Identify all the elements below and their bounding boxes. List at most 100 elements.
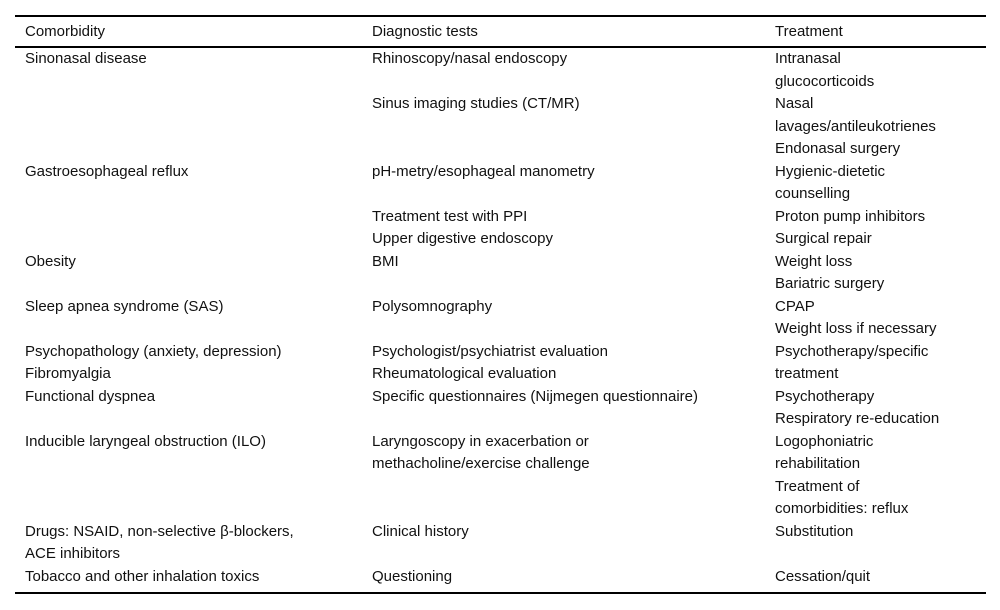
cell-diagnostic-tests: methacholine/exercise challenge (372, 455, 590, 472)
table-row: Sleep apnea syndrome (SAS) Polysomnograph… (15, 296, 986, 319)
cell-treatment: Logophoniatric (775, 432, 874, 450)
table-row: Respiratory re-education (15, 408, 986, 431)
table-row: Gastroesophageal reflux pH-metry/esophage… (15, 161, 986, 184)
cell-comorbidity (25, 318, 372, 341)
cell-comorbidity (25, 498, 372, 521)
table-row: Sinonasal disease Rhinoscopy/nasal endosc… (15, 48, 986, 71)
table-row: Drugs: NSAID, non-selective β-blockers, C… (15, 521, 986, 544)
cell-diagnostic-tests (372, 476, 775, 499)
cell-comorbidity (25, 228, 372, 251)
cell-comorbidity (25, 71, 372, 94)
cell-diagnostic-tests: Treatment test with PPI (372, 207, 528, 225)
cell-diagnostic-tests (372, 273, 775, 296)
cell-comorbidity (25, 183, 372, 206)
cell-comorbidity (25, 93, 372, 116)
cell-treatment: Weight loss (775, 252, 853, 270)
cell-diagnostic-tests (372, 71, 775, 94)
table-row: Weight loss if necessary (15, 318, 986, 341)
table-top-rule (15, 15, 986, 17)
cell-diagnostic-tests: pH-metry/esophageal manometry (372, 162, 595, 180)
cell-comorbidity (25, 476, 372, 499)
cell-comorbidity: ACE inhibitors (25, 545, 121, 562)
table-row: Treatment test with PPI Proton pump inhib… (15, 206, 986, 229)
table-row: Tobacco and other inhalation toxics Quest… (15, 566, 986, 589)
cell-treatment: Psychotherapy/specific (775, 342, 929, 360)
cell-treatment: Surgical repair (775, 230, 872, 247)
table-row: comorbidities: reflux (15, 498, 986, 521)
column-header-treatment: Treatment (775, 22, 843, 40)
table-row: ACE inhibitors (15, 543, 986, 566)
cell-diagnostic-tests: Polysomnography (372, 297, 493, 315)
cell-comorbidity (25, 408, 372, 431)
cell-diagnostic-tests: Rheumatological evaluation (372, 365, 557, 382)
cell-treatment: Respiratory re-education (775, 410, 940, 427)
cell-diagnostic-tests (372, 543, 775, 566)
table-row: Obesity BMI Weight loss (15, 251, 986, 274)
cell-diagnostic-tests: Laryngoscopy in exacerbation or (372, 432, 589, 450)
cell-treatment: glucocorticoids (775, 72, 875, 90)
cell-treatment: counselling (775, 185, 851, 202)
table-bottom-rule (15, 592, 986, 594)
cell-comorbidity: Inducible laryngeal obstruction (ILO) (25, 432, 266, 450)
table-header-row: Comorbidity Diagnostic tests Treatment (15, 17, 986, 46)
table-header-rule (15, 45, 986, 48)
cell-comorbidity (25, 138, 372, 161)
cell-diagnostic-tests: Upper digestive endoscopy (372, 230, 553, 247)
cell-treatment: Substitution (775, 522, 854, 540)
cell-comorbidity (25, 206, 372, 229)
cell-diagnostic-tests (372, 183, 775, 206)
table-row: Inducible laryngeal obstruction (ILO) Lar… (15, 431, 986, 454)
cell-treatment: treatment (775, 365, 839, 382)
cell-treatment: rehabilitation (775, 455, 861, 472)
cell-diagnostic-tests: Rhinoscopy/nasal endoscopy (372, 50, 568, 67)
cell-comorbidity: Gastroesophageal reflux (25, 162, 189, 180)
cell-diagnostic-tests: Sinus imaging studies (CT/MR) (372, 95, 580, 112)
cell-treatment: Psychotherapy (775, 387, 875, 405)
cell-diagnostic-tests (372, 318, 775, 341)
cell-diagnostic-tests: Clinical history (372, 522, 469, 540)
cell-treatment: Bariatric surgery (775, 275, 885, 292)
table-row: lavages/antileukotrienes (15, 116, 986, 139)
cell-treatment: Treatment of (775, 477, 860, 495)
table-body: Sinonasal disease Rhinoscopy/nasal endosc… (15, 48, 986, 592)
table-row: Upper digestive endoscopy Surgical repair (15, 228, 986, 251)
comorbidity-table: Comorbidity Diagnostic tests Treatment S… (15, 15, 986, 594)
table-row: Psychopathology (anxiety, depression) Psy… (15, 341, 986, 364)
cell-comorbidity (25, 273, 372, 296)
column-header-diagnostic-tests: Diagnostic tests (372, 22, 478, 40)
table-row: Endonasal surgery (15, 138, 986, 161)
table-row: Bariatric surgery (15, 273, 986, 296)
cell-diagnostic-tests (372, 408, 775, 431)
table-row: glucocorticoids (15, 71, 986, 94)
cell-treatment: Nasal (775, 95, 814, 112)
cell-comorbidity (25, 453, 372, 476)
cell-treatment: CPAP (775, 297, 815, 315)
table-row: Treatment of (15, 476, 986, 499)
cell-diagnostic-tests: BMI (372, 252, 399, 270)
cell-treatment (775, 543, 986, 566)
cell-treatment: comorbidities: reflux (775, 500, 909, 517)
cell-diagnostic-tests: Specific questionnaires (Nijmegen questi… (372, 387, 699, 405)
table-row: Functional dyspnea Specific questionnaire… (15, 386, 986, 409)
cell-comorbidity: Drugs: NSAID, non-selective β-blockers, (25, 522, 294, 540)
cell-treatment: Hygienic-dietetic (775, 162, 886, 180)
cell-treatment: Proton pump inhibitors (775, 207, 926, 225)
cell-treatment: Intranasal (775, 50, 841, 67)
cell-diagnostic-tests: Psychologist/psychiatrist evaluation (372, 342, 608, 360)
cell-diagnostic-tests (372, 138, 775, 161)
cell-diagnostic-tests: Questioning (372, 567, 453, 585)
cell-comorbidity: Psychopathology (anxiety, depression) (25, 342, 282, 360)
table-row: Sinus imaging studies (CT/MR) Nasal (15, 93, 986, 116)
cell-treatment: Endonasal surgery (775, 140, 901, 157)
cell-comorbidity: Obesity (25, 252, 76, 270)
cell-diagnostic-tests (372, 116, 775, 139)
cell-comorbidity: Tobacco and other inhalation toxics (25, 567, 260, 585)
cell-comorbidity: Functional dyspnea (25, 387, 156, 405)
table-row: counselling (15, 183, 986, 206)
cell-diagnostic-tests (372, 498, 775, 521)
cell-comorbidity: Sinonasal disease (25, 50, 147, 67)
cell-treatment: Cessation/quit (775, 567, 871, 585)
cell-treatment: Weight loss if necessary (775, 320, 937, 337)
cell-comorbidity: Sleep apnea syndrome (SAS) (25, 297, 224, 315)
